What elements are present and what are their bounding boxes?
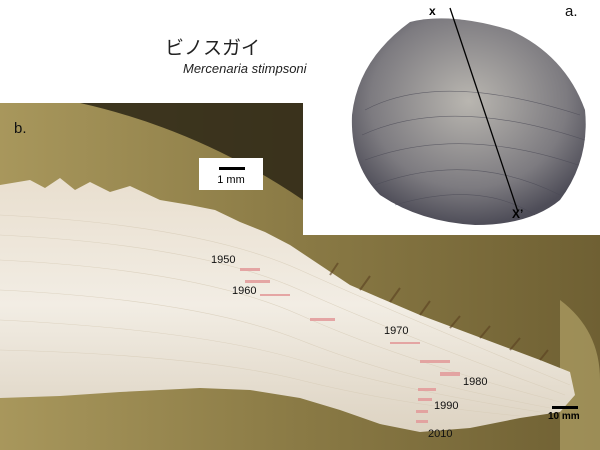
scientific-name: Mercenaria stimpsoni — [183, 61, 307, 76]
clam-shell-photo — [351, 18, 586, 225]
japanese-name: ビノスガイ — [165, 37, 261, 59]
year-label: 2010 — [428, 428, 453, 440]
year-label: 1980 — [463, 376, 488, 388]
panel-a-label: a. — [565, 3, 578, 20]
section-start-label: x — [429, 4, 436, 18]
year-label: 1970 — [384, 325, 409, 337]
section-line — [449, 7, 519, 213]
year-label: 1990 — [434, 400, 459, 412]
scale-bar-10mm: 10 mm — [548, 406, 580, 422]
scale-bar-label: 10 mm — [548, 411, 580, 422]
section-end-label: X’ — [512, 207, 524, 221]
growth-marks — [240, 268, 460, 423]
panel-b-label: b. — [14, 120, 27, 137]
scale-bar-label: 1 mm — [217, 174, 245, 186]
year-label: 1960 — [232, 285, 257, 297]
year-label: 1950 — [211, 254, 236, 266]
scale-bar-1mm: 1 mm — [199, 158, 263, 190]
